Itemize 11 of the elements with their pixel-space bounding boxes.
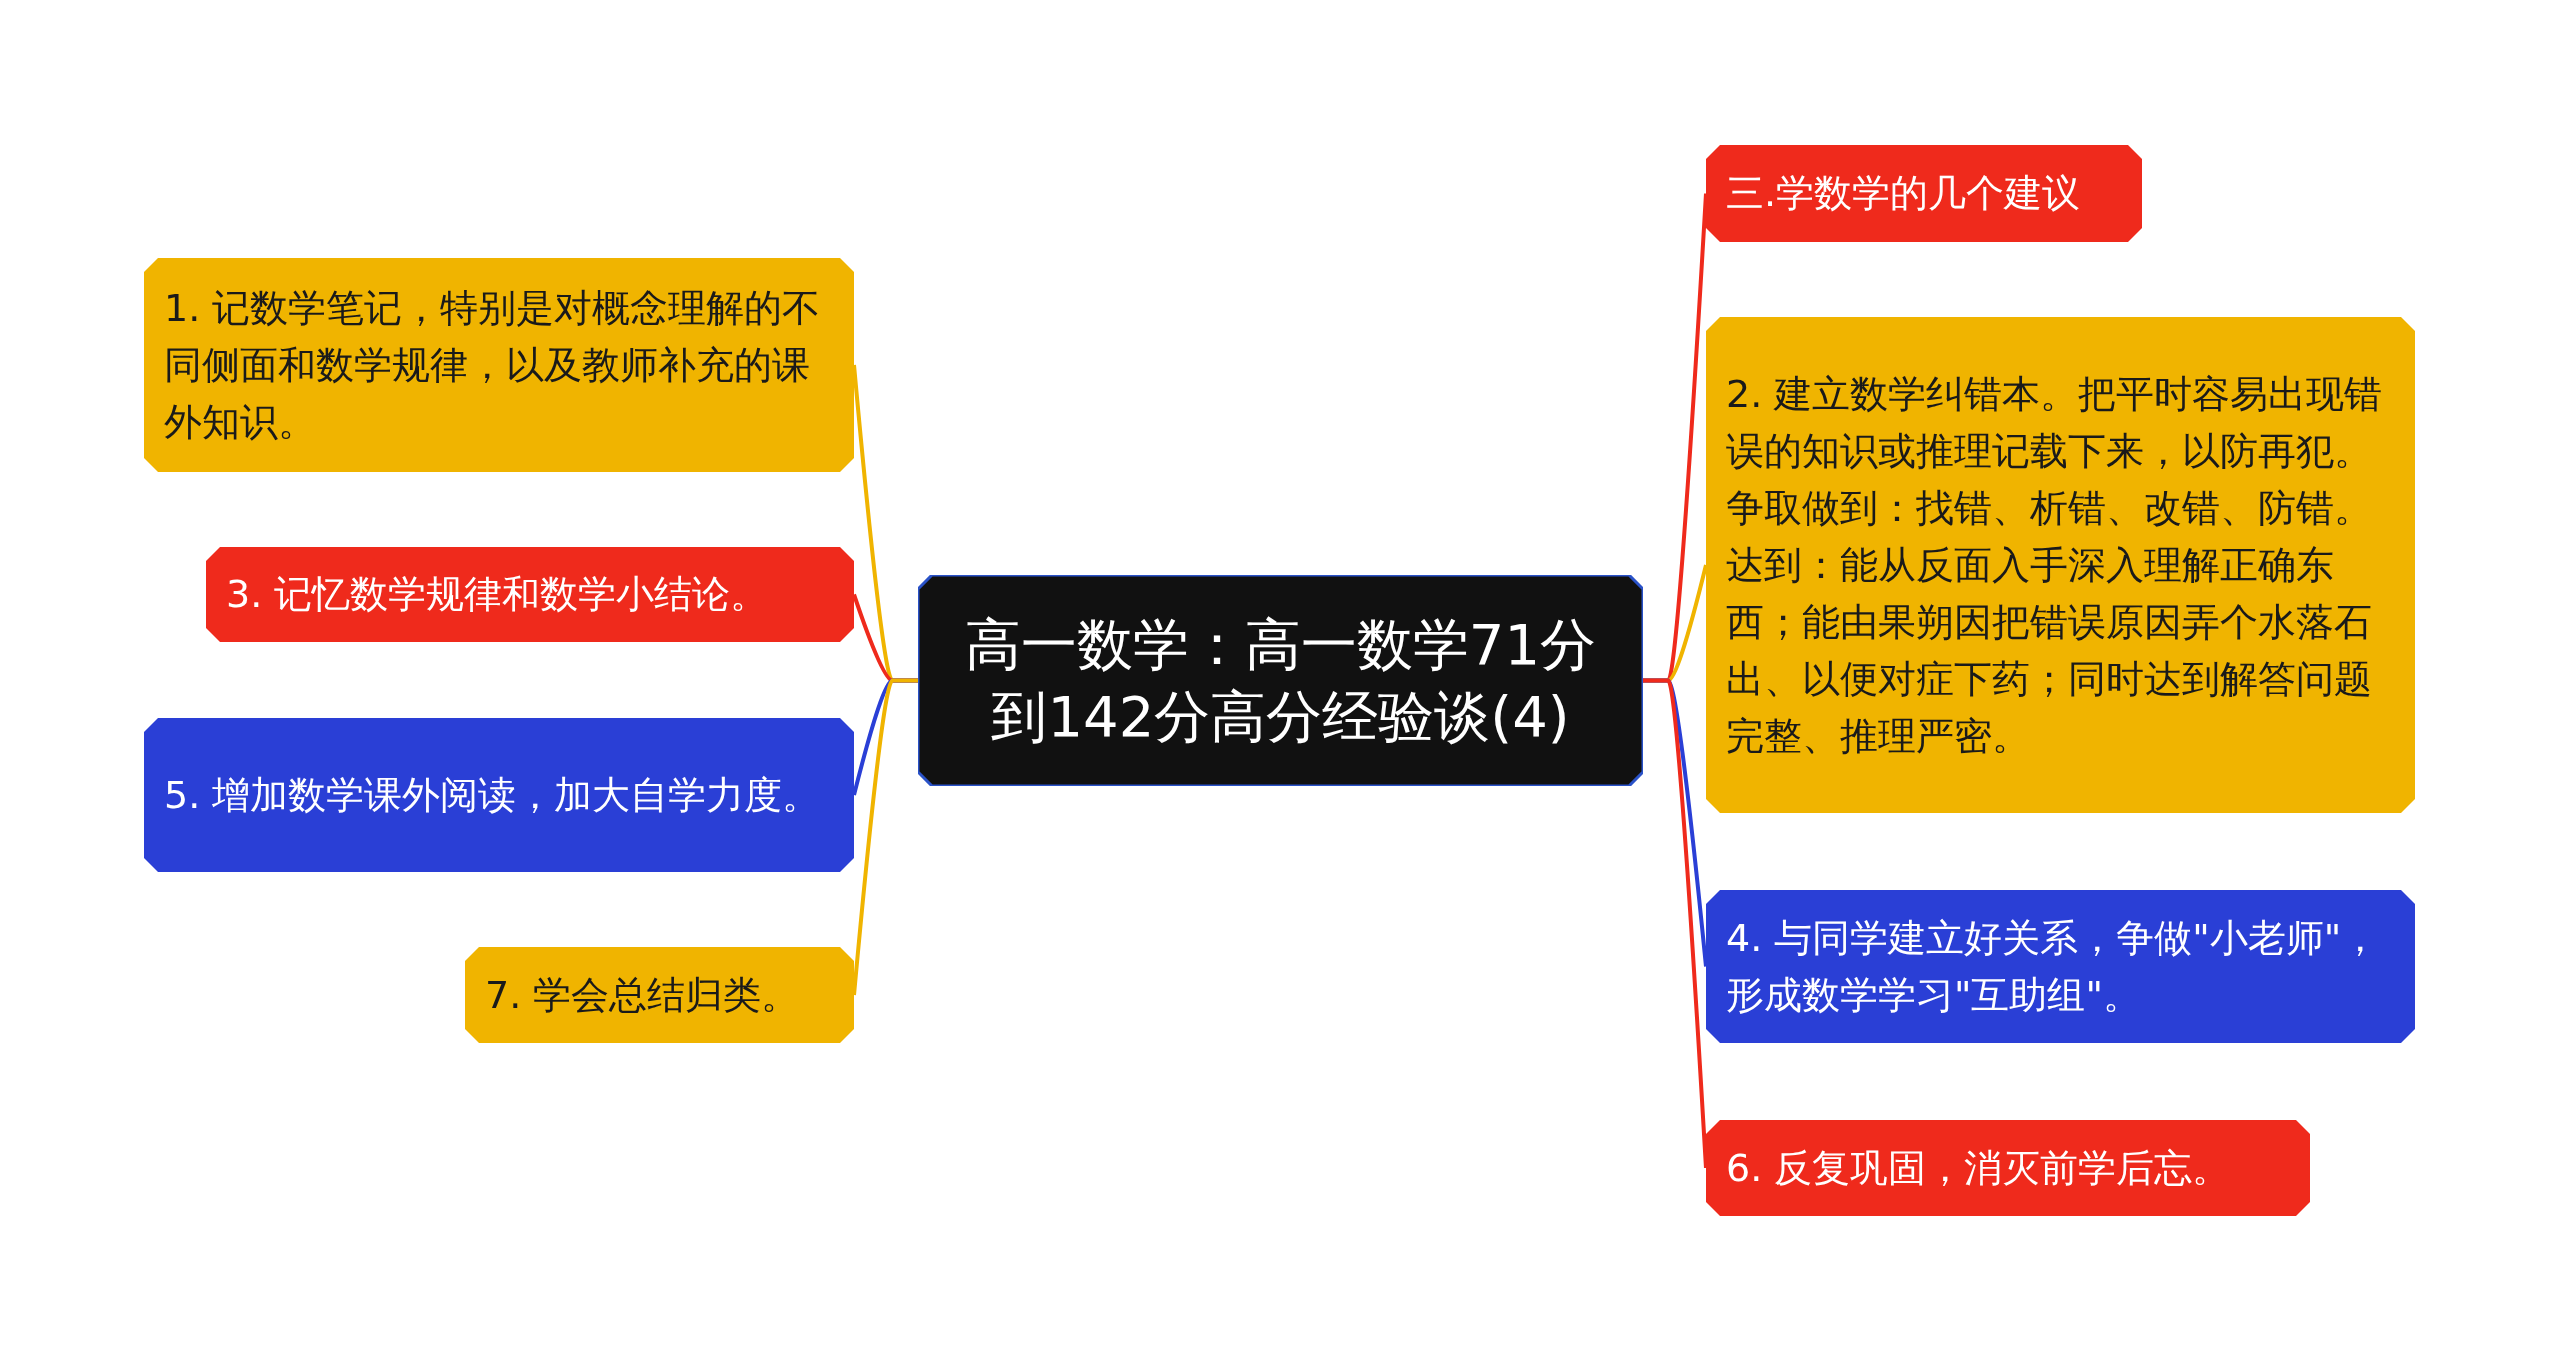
topic-box: 2. 建立数学纠错本。把平时容易出现错误的知识或推理记载下来，以防再犯。争取做到：找错、析错、改错、防错。达到：能从反面入手深入理解正确东西；能由果朔因把错误原因弄个水落石出、以便对症下药；同时达到解答问题完整、推理严密。 xyxy=(1706,317,2415,813)
central-topic-box: 高一数学：高一数学71分到142分高分经验谈(4) xyxy=(918,575,1643,786)
topic-box: 三.学数学的几个建议 xyxy=(1706,145,2142,242)
topic-box: 6. 反复巩固，消灭前学后忘。 xyxy=(1706,1120,2310,1216)
topic-box: 3. 记忆数学规律和数学小结论。 xyxy=(206,547,854,642)
topic-box: 7. 学会总结归类。 xyxy=(465,947,854,1043)
topic-box: 1. 记数学笔记，特别是对概念理解的不同侧面和数学规律，以及教师补充的课外知识。 xyxy=(144,258,854,472)
topic-box: 5. 增加数学课外阅读，加大自学力度。 xyxy=(144,718,854,872)
connector-line xyxy=(1643,678,1708,1169)
connector-line xyxy=(852,678,918,996)
topic-box: 4. 与同学建立好关系，争做"小老师"，形成数学学习"互助组"。 xyxy=(1706,890,2415,1043)
